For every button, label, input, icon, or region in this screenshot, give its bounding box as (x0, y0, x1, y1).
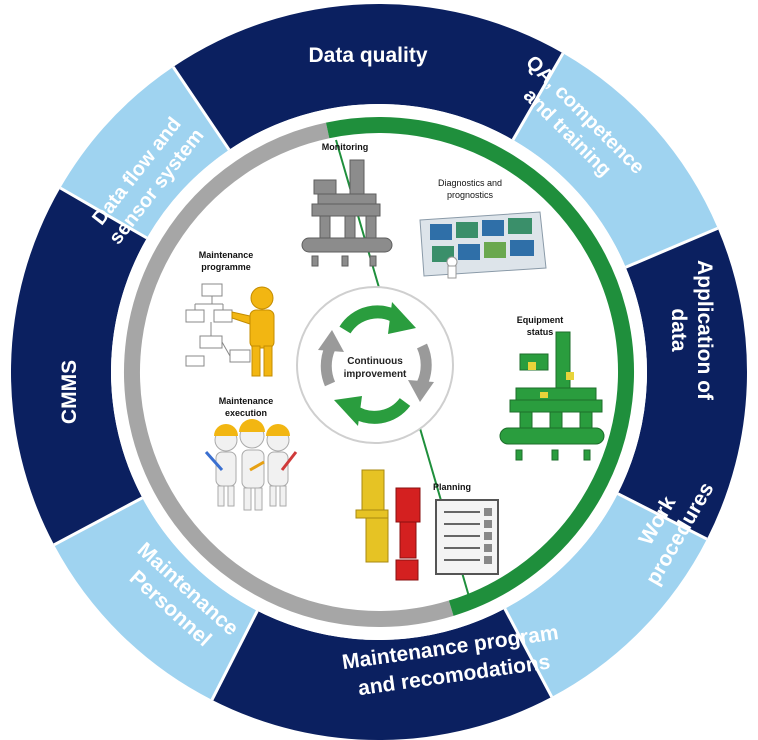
segment-label-application-line2: data (667, 308, 690, 352)
segment-label-application-line1: Application of (693, 260, 716, 401)
segment-label-data-quality: Data quality (308, 44, 427, 67)
outer-segment-maintenance-program (211, 608, 552, 740)
offshore-platform-green-icon (499, 331, 605, 461)
segment-separators (53, 52, 719, 701)
inner-ring-gray-arc (124, 122, 454, 627)
segment-separator (625, 226, 719, 269)
segment-label-cmms: CMMS (58, 360, 81, 424)
programme-label-line2: programme (201, 262, 251, 272)
maintenance-workers-icon (204, 419, 298, 511)
outer-segment-work-procedures (504, 493, 707, 697)
outer-segment-data-quality (173, 4, 563, 150)
outer-segment-cmms (10, 188, 147, 545)
status-indicators-icon (528, 362, 574, 398)
pump-motor-icon (355, 469, 421, 581)
diagnostics-label-line1: Diagnostics and (438, 178, 502, 188)
equipment-status-label-line1: Equipment (517, 315, 564, 325)
cycle-arrows-icon (318, 302, 434, 426)
equipment-status-label-line2: status (527, 327, 554, 337)
segment-separator (53, 496, 144, 547)
segment-separator (503, 607, 554, 698)
execution-label-line1: Maintenance (219, 396, 274, 406)
programme-label-line1: Maintenance (199, 250, 254, 260)
flowchart-icon (185, 283, 251, 367)
outer-segment-application-of-data (617, 228, 747, 540)
inner-ring-green-arc (325, 117, 634, 616)
diagnostics-label-line2: prognostics (447, 190, 494, 200)
control-room-monitors-icon (419, 211, 547, 279)
execution-label-line2: execution (225, 408, 267, 418)
planning-label: Planning (433, 482, 471, 492)
presenter-figure-icon (231, 286, 275, 377)
outer-segment-qa-competence (513, 53, 718, 268)
checklist-icon (435, 499, 499, 575)
outer-segment-maintenance-personnel (54, 497, 258, 700)
center-label-line2: improvement (344, 369, 407, 380)
segment-separator (511, 52, 565, 141)
segment-separator (617, 492, 708, 541)
offshore-platform-gray-icon (301, 159, 393, 267)
outer-segment-data-flow (60, 66, 230, 238)
outer-ring (10, 4, 747, 740)
segment-separator (171, 66, 231, 151)
segment-separator (59, 186, 148, 240)
monitoring-label: Monitoring (322, 142, 369, 152)
segment-separator (210, 610, 259, 701)
center-label-line1: Continuous (347, 356, 403, 367)
